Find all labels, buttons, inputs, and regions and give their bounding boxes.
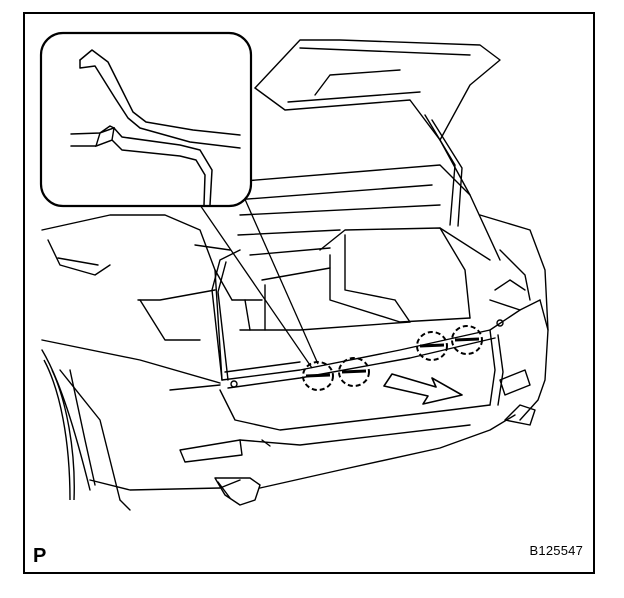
removal-direction-arrow <box>383 373 463 405</box>
rear-bumper-cover <box>69 299 549 511</box>
clip-location-circle-4 <box>451 325 483 355</box>
rear-end-panel <box>221 279 541 389</box>
rear-wheel <box>43 359 75 501</box>
reference-code: B125547 <box>529 543 583 558</box>
inset-leader-lines <box>199 187 319 369</box>
clip-location-circle-1 <box>302 361 334 391</box>
weather-strip <box>211 249 241 381</box>
magnifier-inset <box>39 31 253 208</box>
trunk-opening <box>231 164 491 331</box>
weather-strip-inner <box>217 261 229 381</box>
clip-location-circle-2 <box>338 357 370 387</box>
trunk-lid <box>254 39 501 261</box>
corner-label: P <box>33 545 47 567</box>
clip-location-circle-3 <box>416 331 448 361</box>
car-body <box>41 214 549 501</box>
